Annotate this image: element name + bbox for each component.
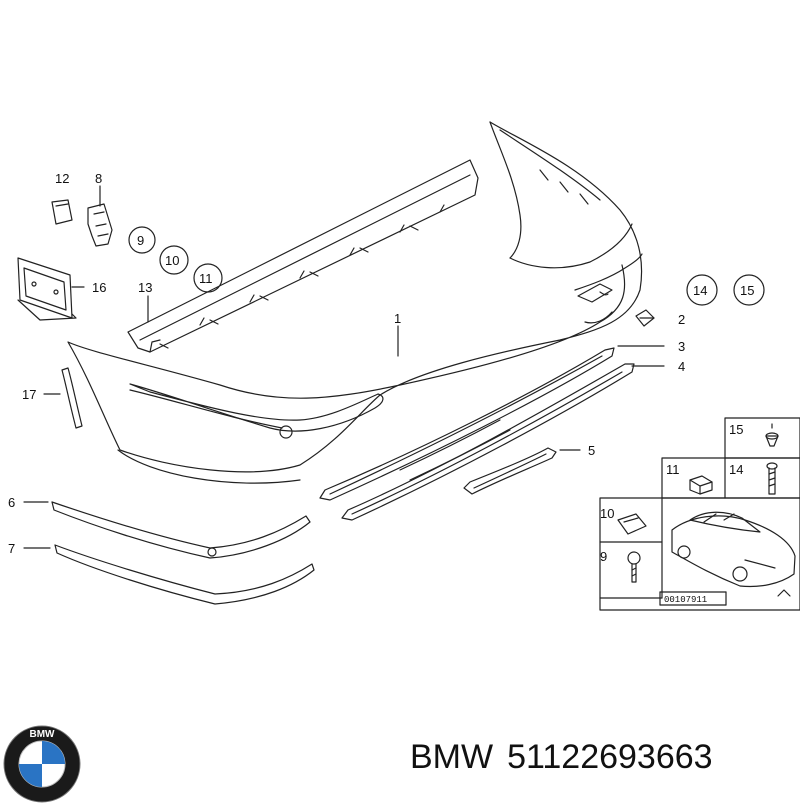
circled-callouts: [128, 226, 765, 306]
box-label-10: 10: [600, 506, 614, 521]
callout-8: 8: [95, 171, 102, 186]
callout-7: 7: [8, 541, 15, 556]
callout-15-circle: 15: [740, 283, 754, 298]
callout-11-circle: 11: [199, 271, 213, 286]
callout-12: 12: [55, 171, 69, 186]
part-caption: BMW 51122693663: [410, 738, 795, 788]
box-label-9: 9: [600, 549, 607, 564]
callout-9-circle: 9: [137, 233, 144, 248]
box-label-14: 14: [729, 462, 743, 477]
callout-1: 1: [394, 311, 401, 326]
leader-lines: [23, 185, 665, 549]
part-16-guide: [17, 257, 77, 321]
part-7-molding: [54, 544, 315, 605]
callout-2: 2: [678, 312, 685, 327]
part-5-strip: [463, 447, 557, 495]
part-8-bracket: [87, 203, 113, 247]
callout-6: 6: [8, 495, 15, 510]
diagram-reference-number: 00107911: [664, 595, 707, 605]
callout-16: 16: [92, 280, 106, 295]
brand-name: BMW: [410, 738, 494, 776]
callout-labels: 12 8 9 10 11 16 13 1 17 14 15 2 3 4 5 6 …: [8, 171, 754, 605]
part-12-clip: [51, 199, 73, 225]
box-label-15: 15: [729, 422, 743, 437]
callout-5: 5: [588, 443, 595, 458]
callout-17: 17: [22, 387, 36, 402]
logo-letters: BMW: [30, 729, 56, 740]
part-17-strip: [61, 367, 83, 429]
callout-3: 3: [678, 339, 685, 354]
bmw-logo-icon: BMW: [3, 725, 81, 803]
part-number: 51122693663: [507, 738, 713, 776]
bumper-cover: [67, 121, 643, 484]
part-4-strip: [341, 363, 635, 521]
callout-4: 4: [678, 359, 685, 374]
callout-13: 13: [138, 280, 152, 295]
part-6-molding: [51, 501, 311, 559]
box-label-11: 11: [666, 462, 680, 477]
callout-14-circle: 14: [693, 283, 707, 298]
part-3-strip: [319, 347, 615, 501]
callout-10-circle: 10: [165, 253, 179, 268]
hardware-box: [599, 417, 800, 611]
bumper-carrier: [127, 159, 479, 353]
